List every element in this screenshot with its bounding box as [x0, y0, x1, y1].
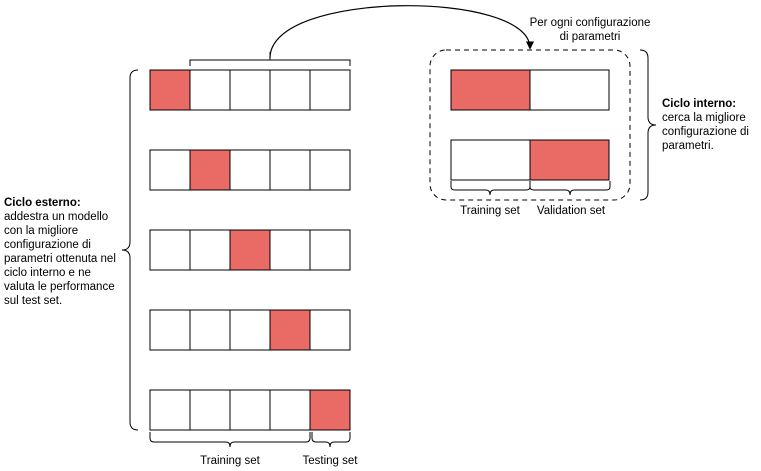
inner-header-line: di parametri [559, 31, 621, 43]
testing-set-brace [311, 432, 351, 448]
train-fold-cell [309, 309, 351, 351]
inner-validation-cell [529, 139, 610, 181]
inner-loop-label: Ciclo interno: cerca la migliore configu… [662, 97, 749, 153]
inner-header-line: Per ogni configurazione [529, 17, 651, 29]
outer-loop-label: Ciclo esterno: addestra un modello con l… [4, 196, 116, 308]
outer-loop-line: configurazione di [4, 239, 91, 251]
test-fold-cell [229, 229, 271, 271]
inner-training-cell [529, 69, 610, 111]
train-fold-cell [269, 149, 311, 191]
loop-arrow [269, 5, 535, 59]
inner-loop-line: cerca la migliore [662, 112, 746, 124]
train-fold-cell [149, 309, 191, 351]
inner-loop-title: Ciclo interno: [662, 98, 737, 110]
outer-loop-line: addestra un modello [4, 211, 109, 223]
top-brace [189, 52, 351, 66]
inner-validation-cell [450, 69, 531, 111]
train-fold-cell [309, 149, 351, 191]
inner-loop-line: parametri. [662, 140, 714, 152]
outer-loop-line: parametri ottenuta nel [4, 253, 116, 265]
inner-loop-line: configurazione di [662, 126, 749, 138]
train-fold-cell [229, 69, 271, 111]
test-fold-cell [269, 309, 311, 351]
train-fold-cell [189, 389, 231, 431]
outer-loop-line: sul test set. [4, 295, 63, 307]
inner-training-set-brace [450, 181, 531, 196]
train-fold-cell [309, 229, 351, 271]
train-fold-cell [229, 389, 271, 431]
inner-split-grid [450, 69, 610, 181]
inner-loop-box [429, 49, 631, 201]
outer-loop-title: Ciclo esterno: [4, 197, 81, 209]
outer-loop-line: valuta le performance [4, 281, 115, 293]
outer-loop-brace [121, 69, 139, 431]
outer-training-set-label: Training set [200, 455, 260, 467]
test-fold-cell [149, 69, 191, 111]
inner-validation-set-brace [529, 181, 611, 196]
test-fold-cell [189, 149, 231, 191]
inner-training-set-label: Training set [460, 205, 520, 217]
training-set-brace [149, 432, 311, 448]
inner-loop-brace [639, 49, 657, 201]
inner-training-cell [450, 139, 531, 181]
train-fold-cell [309, 69, 351, 111]
train-fold-cell [229, 309, 271, 351]
inner-validation-set-label: Validation set [536, 205, 606, 217]
outer-fold-grid [149, 69, 351, 431]
inner-loop-header: Per ogni configurazione di parametri [524, 16, 656, 44]
train-fold-cell [189, 309, 231, 351]
outer-loop-line: con la migliore [4, 225, 79, 237]
train-fold-cell [149, 149, 191, 191]
train-fold-cell [269, 69, 311, 111]
train-fold-cell [229, 149, 271, 191]
train-fold-cell [269, 389, 311, 431]
train-fold-cell [149, 229, 191, 271]
train-fold-cell [149, 389, 191, 431]
train-fold-cell [269, 229, 311, 271]
test-fold-cell [309, 389, 351, 431]
train-fold-cell [189, 69, 231, 111]
outer-testing-set-label: Testing set [302, 455, 358, 467]
train-fold-cell [189, 229, 231, 271]
outer-loop-line: ciclo interno e ne [4, 267, 91, 279]
